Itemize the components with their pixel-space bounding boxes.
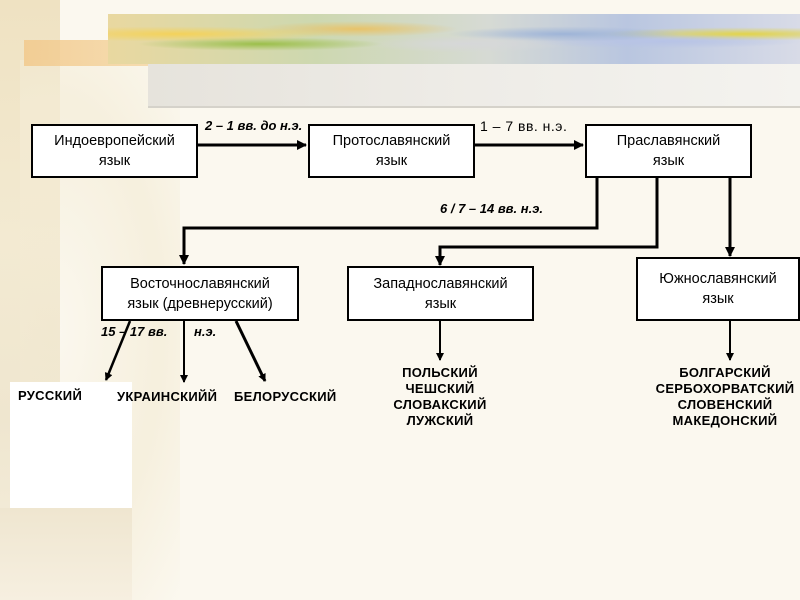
arrow-praslavic-to-west xyxy=(435,178,659,266)
language-list-item: СЕРБОХОРВАТСКИЙ xyxy=(655,381,795,396)
language-list-item: ЛУЖСКИЙ xyxy=(406,413,474,428)
period-label-4b: н.э. xyxy=(194,324,217,339)
period-label-4a: 15 – 17 вв. xyxy=(101,324,168,339)
arrow-east-to-belarusian xyxy=(234,320,267,382)
box-south-slavic: Южнославянский язык xyxy=(636,257,800,321)
language-russian: РУССКИЙ xyxy=(18,388,83,403)
background-banner-shadow xyxy=(148,64,800,108)
language-list-item: СЛОВЕНСКИЙ xyxy=(677,397,773,412)
period-label-1: 2 – 1 вв. до н.э. xyxy=(205,118,303,133)
language-list-item: ПОЛЬСКИЙ xyxy=(402,365,478,380)
box-proto-slavic: Протославянский язык xyxy=(308,124,475,178)
background-bottom-left xyxy=(0,508,132,600)
arrow-praslavic-to-east xyxy=(179,178,599,265)
language-list-item: ЧЕШСКИЙ xyxy=(405,381,475,396)
language-list-item: БОЛГАРСКИЙ xyxy=(679,365,771,380)
language-list-item: СЛОВАКСКИЙ xyxy=(393,397,487,412)
language-list-item: МАКЕДОНСКИЙ xyxy=(672,413,778,428)
box-indo-european: Индоевропейский язык xyxy=(31,124,198,178)
language-ukrainian: УКРАИНСКИЙЙ xyxy=(117,389,218,404)
background-white-panel xyxy=(10,382,132,508)
west-languages-list: ПОЛЬСКИЙ ЧЕШСКИЙ СЛОВАКСКИЙ ЛУЖСКИЙ xyxy=(382,365,498,429)
background-floral-banner xyxy=(108,14,800,64)
south-languages-list: БОЛГАРСКИЙ СЕРБОХОРВАТСКИЙ СЛОВЕНСКИЙ МА… xyxy=(650,365,800,429)
box-east-slavic: Восточнославянский язык (древнерусский) xyxy=(101,266,299,321)
period-label-2: 1 – 7 вв. н.э. xyxy=(480,118,568,134)
period-label-3: 6 / 7 – 14 вв. н.э. xyxy=(440,201,543,216)
language-belarusian: БЕЛОРУССКИЙ xyxy=(234,389,337,404)
box-praslavic: Праславянский язык xyxy=(585,124,752,178)
box-west-slavic: Западнославянский язык xyxy=(347,266,534,321)
